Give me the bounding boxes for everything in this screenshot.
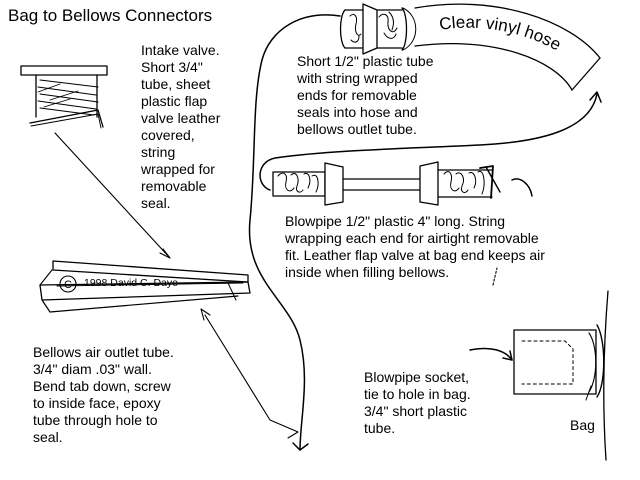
outlet-tube-drawing <box>39 260 251 313</box>
intake-valve-label: Intake valve. Short 3/4" tube, sheet pla… <box>141 42 221 211</box>
short-tube-label: Short 1/2" plastic tube with string wrap… <box>297 53 434 137</box>
socket-bag-drawing <box>513 290 609 461</box>
clear-vinyl-hose-drawing <box>414 3 601 91</box>
diagram-title: Bag to Bellows Connectors <box>8 6 213 25</box>
blowpipe-socket-label: Blowpipe socket, tie to hole in bag. 3/4… <box>364 369 471 436</box>
leader-lines <box>54 132 498 439</box>
blowpipe-label: Blowpipe 1/2" plastic 4" long. String wr… <box>285 213 545 280</box>
copyright-label: 1998 David C. Daye <box>84 277 178 289</box>
short-tube-drawing <box>339 3 417 55</box>
outlet-tube-label: Bellows air outlet tube. 3/4" diam .03" … <box>33 344 174 445</box>
blowpipe-drawing <box>272 161 501 206</box>
intake-valve-drawing <box>20 65 108 129</box>
connector-curves <box>248 14 602 451</box>
bag-label: Bag <box>570 417 595 433</box>
